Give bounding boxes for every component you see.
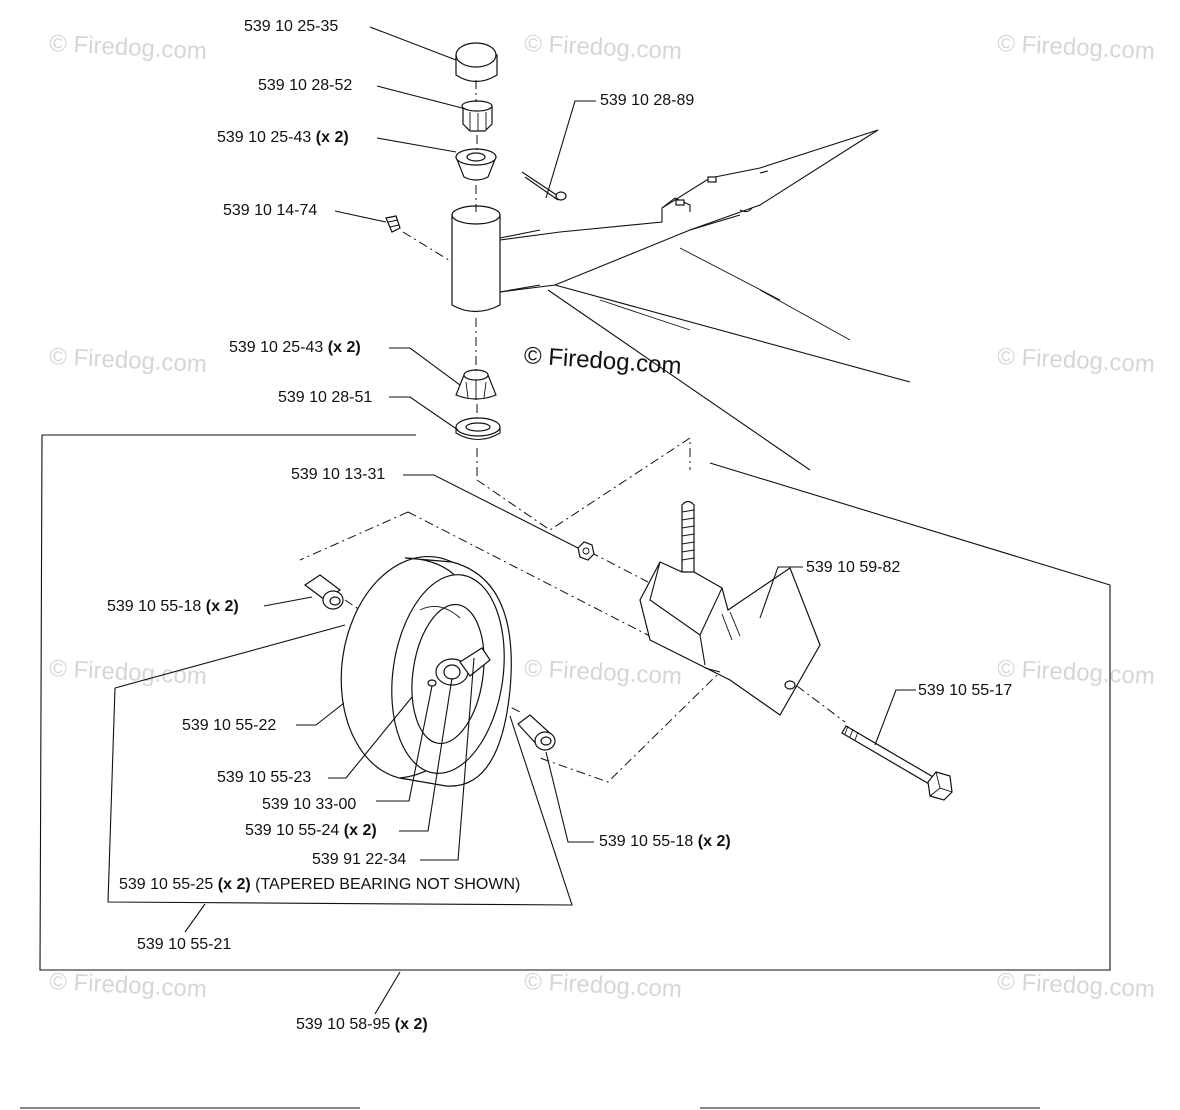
- lock-nut: [577, 541, 595, 561]
- callout-bearing-race: 539 10 55-25 (x 2) (TAPERED BEARING NOT …: [119, 876, 521, 893]
- caster-fork: [639, 500, 821, 716]
- callout-wheel-assembly: 539 10 55-21: [137, 936, 232, 953]
- projection-line: [796, 685, 846, 723]
- bearing-cone-top: [455, 148, 497, 181]
- projection-line: [589, 551, 649, 583]
- callout-castle-nut: 539 10 28-52: [258, 77, 353, 94]
- callout-grease-zerk: 539 91 22-34: [312, 851, 407, 868]
- callout-bearing-cone-bottom: 539 10 25-43 (x 2): [229, 339, 361, 356]
- projection-line: [407, 511, 721, 783]
- callout-rim: 539 10 55-23: [217, 769, 312, 786]
- callout-caster-fork: 539 10 59-82: [806, 559, 901, 576]
- mower-deck: [499, 129, 911, 471]
- grease-fitting: [385, 215, 401, 233]
- callout-grease-fitting: 539 10 14-74: [223, 202, 318, 219]
- assembly-boundary: [39, 434, 1111, 971]
- callout-bearing-cone-top: 539 10 25-43 (x 2): [217, 129, 349, 146]
- callout-tire: 539 10 55-22: [182, 717, 277, 734]
- projection-line: [299, 511, 409, 561]
- callout-cotter-pin: 539 10 28-89: [600, 92, 695, 109]
- axis-line: [402, 231, 453, 263]
- bearing-cone-bottom: [455, 369, 497, 400]
- spindle-tube: [451, 205, 541, 313]
- spacer-left: [303, 574, 344, 610]
- callout-cap: 539 10 25-35: [244, 18, 339, 35]
- wheel: [340, 555, 512, 787]
- projection-line: [476, 437, 691, 531]
- callout-bearing: 539 10 55-24 (x 2): [245, 822, 377, 839]
- castle-nut: [461, 100, 493, 132]
- dust-cap: [455, 42, 498, 83]
- callout-lock-nut: 539 10 13-31: [291, 466, 386, 483]
- callout-spacer-right: 539 10 55-18 (x 2): [599, 833, 731, 850]
- axle-bolt: [841, 725, 953, 801]
- leader-lines: [107, 26, 916, 1015]
- seal: [455, 417, 501, 441]
- callout-seal: 539 10 28-51: [278, 389, 373, 406]
- callout-spacer-left: 539 10 55-18 (x 2): [107, 598, 239, 615]
- callout-caster-assembly: 539 10 58-95 (x 2): [296, 1016, 428, 1033]
- spacer-right: [517, 714, 556, 751]
- callout-axle-bolt: 539 10 55-17: [918, 682, 1013, 699]
- axis-line: [475, 80, 478, 480]
- cotter-pin: [521, 171, 567, 201]
- callout-hub: 539 10 33-00: [262, 796, 357, 813]
